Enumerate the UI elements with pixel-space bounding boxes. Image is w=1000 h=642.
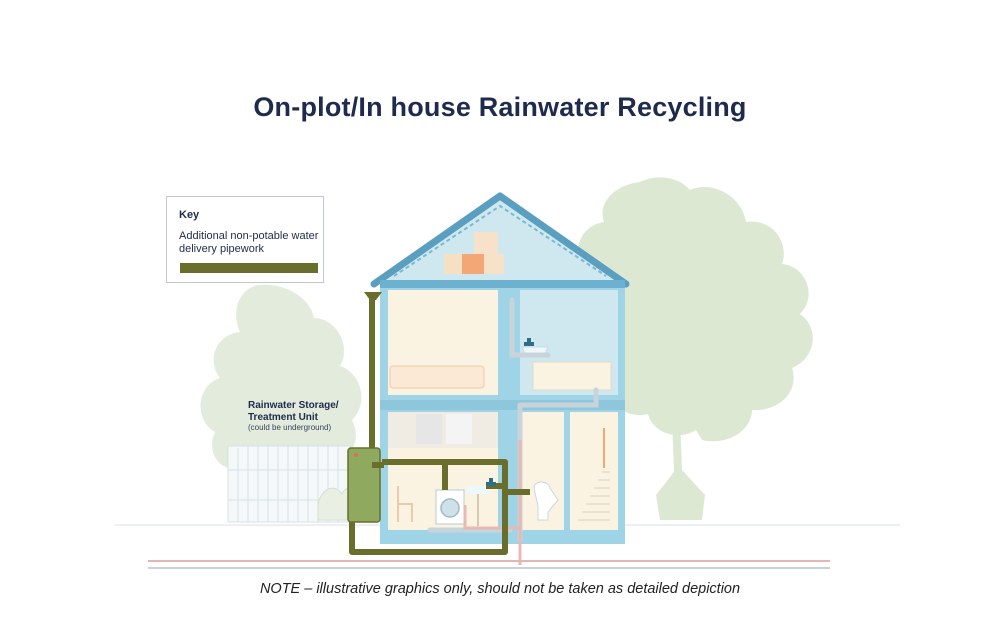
attic-boxes bbox=[444, 232, 504, 274]
kitchen-tap bbox=[486, 478, 496, 486]
legend-title: Key bbox=[179, 209, 200, 221]
hall bbox=[570, 412, 618, 530]
legend-box: Key Additional non-potable water deliver… bbox=[166, 196, 324, 283]
storage-unit-sublabel: (could be underground) bbox=[248, 423, 332, 432]
bathtub bbox=[532, 361, 612, 391]
rainwater-tank bbox=[347, 447, 384, 523]
legend-swatch bbox=[180, 263, 318, 273]
house bbox=[370, 192, 630, 544]
chair bbox=[397, 486, 413, 522]
toilet bbox=[533, 481, 559, 521]
left-tree bbox=[200, 284, 362, 478]
legend-description: Additional non-potable water delivery pi… bbox=[179, 230, 319, 255]
storage-unit-label: Rainwater Storage/ Treatment Unit bbox=[248, 400, 339, 423]
right-tree bbox=[572, 177, 813, 520]
bathroom-tap bbox=[524, 338, 534, 346]
page-title: On-plot/In house Rainwater Recycling bbox=[253, 92, 747, 122]
underground-lines bbox=[148, 560, 830, 569]
bed bbox=[389, 365, 485, 389]
gutter-hopper bbox=[364, 292, 382, 300]
roof bbox=[370, 192, 630, 288]
disclaimer-note: NOTE – illustrative graphics only, shoul… bbox=[259, 581, 741, 597]
rainwater-pipework bbox=[349, 296, 530, 555]
stairs bbox=[578, 471, 610, 521]
fence bbox=[227, 444, 351, 523]
drain-pipe bbox=[463, 440, 522, 565]
